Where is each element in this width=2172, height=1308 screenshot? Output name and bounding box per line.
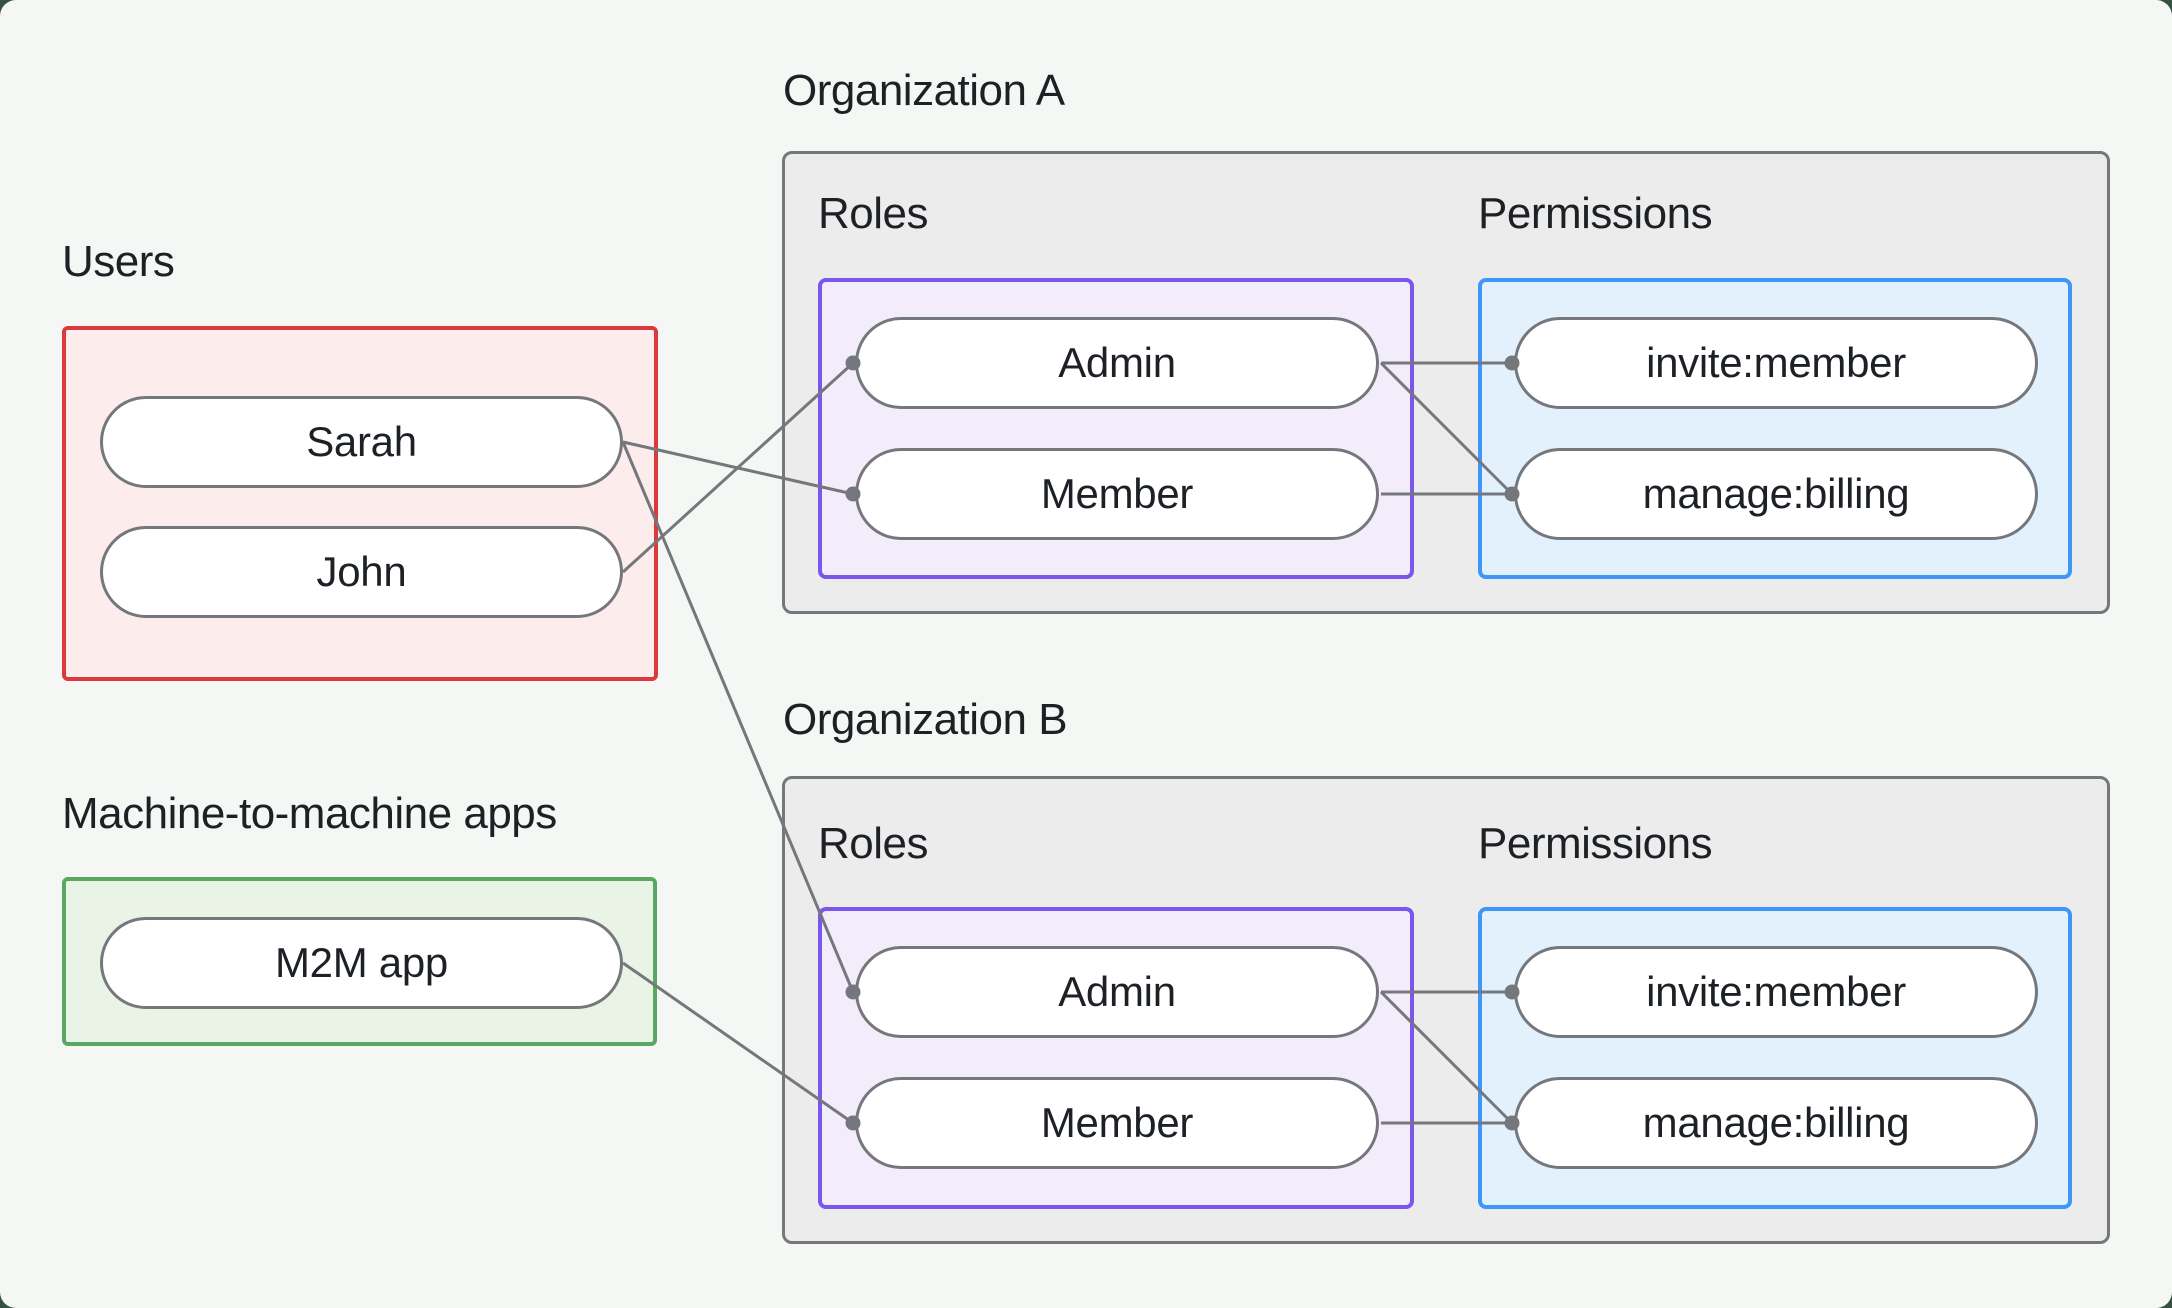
org-a-permission-manage-billing: manage:billing <box>1514 448 2038 540</box>
users-group-box <box>62 326 658 681</box>
org-b-role-member: Member <box>855 1077 1379 1169</box>
org-a-permission-invite-member: invite:member <box>1514 317 2038 409</box>
org-b-permission-invite-member: invite:member <box>1514 946 2038 1038</box>
org-a-role-admin: Admin <box>855 317 1379 409</box>
m2m-group-label: Machine-to-machine apps <box>62 789 557 838</box>
org-b-title: Organization B <box>783 695 1068 744</box>
org-a-roles-label: Roles <box>818 189 929 238</box>
user-node-sarah: Sarah <box>100 396 623 488</box>
org-b-role-admin: Admin <box>855 946 1379 1038</box>
users-group-label: Users <box>62 237 175 286</box>
org-b-permissions-label: Permissions <box>1478 819 1713 868</box>
org-b-permission-manage-billing: manage:billing <box>1514 1077 2038 1169</box>
m2m-node: M2M app <box>100 917 623 1009</box>
user-node-john: John <box>100 526 623 618</box>
org-a-permissions-label: Permissions <box>1478 189 1713 238</box>
org-b-roles-label: Roles <box>818 819 929 868</box>
org-a-role-member: Member <box>855 448 1379 540</box>
org-a-title: Organization A <box>783 66 1065 115</box>
